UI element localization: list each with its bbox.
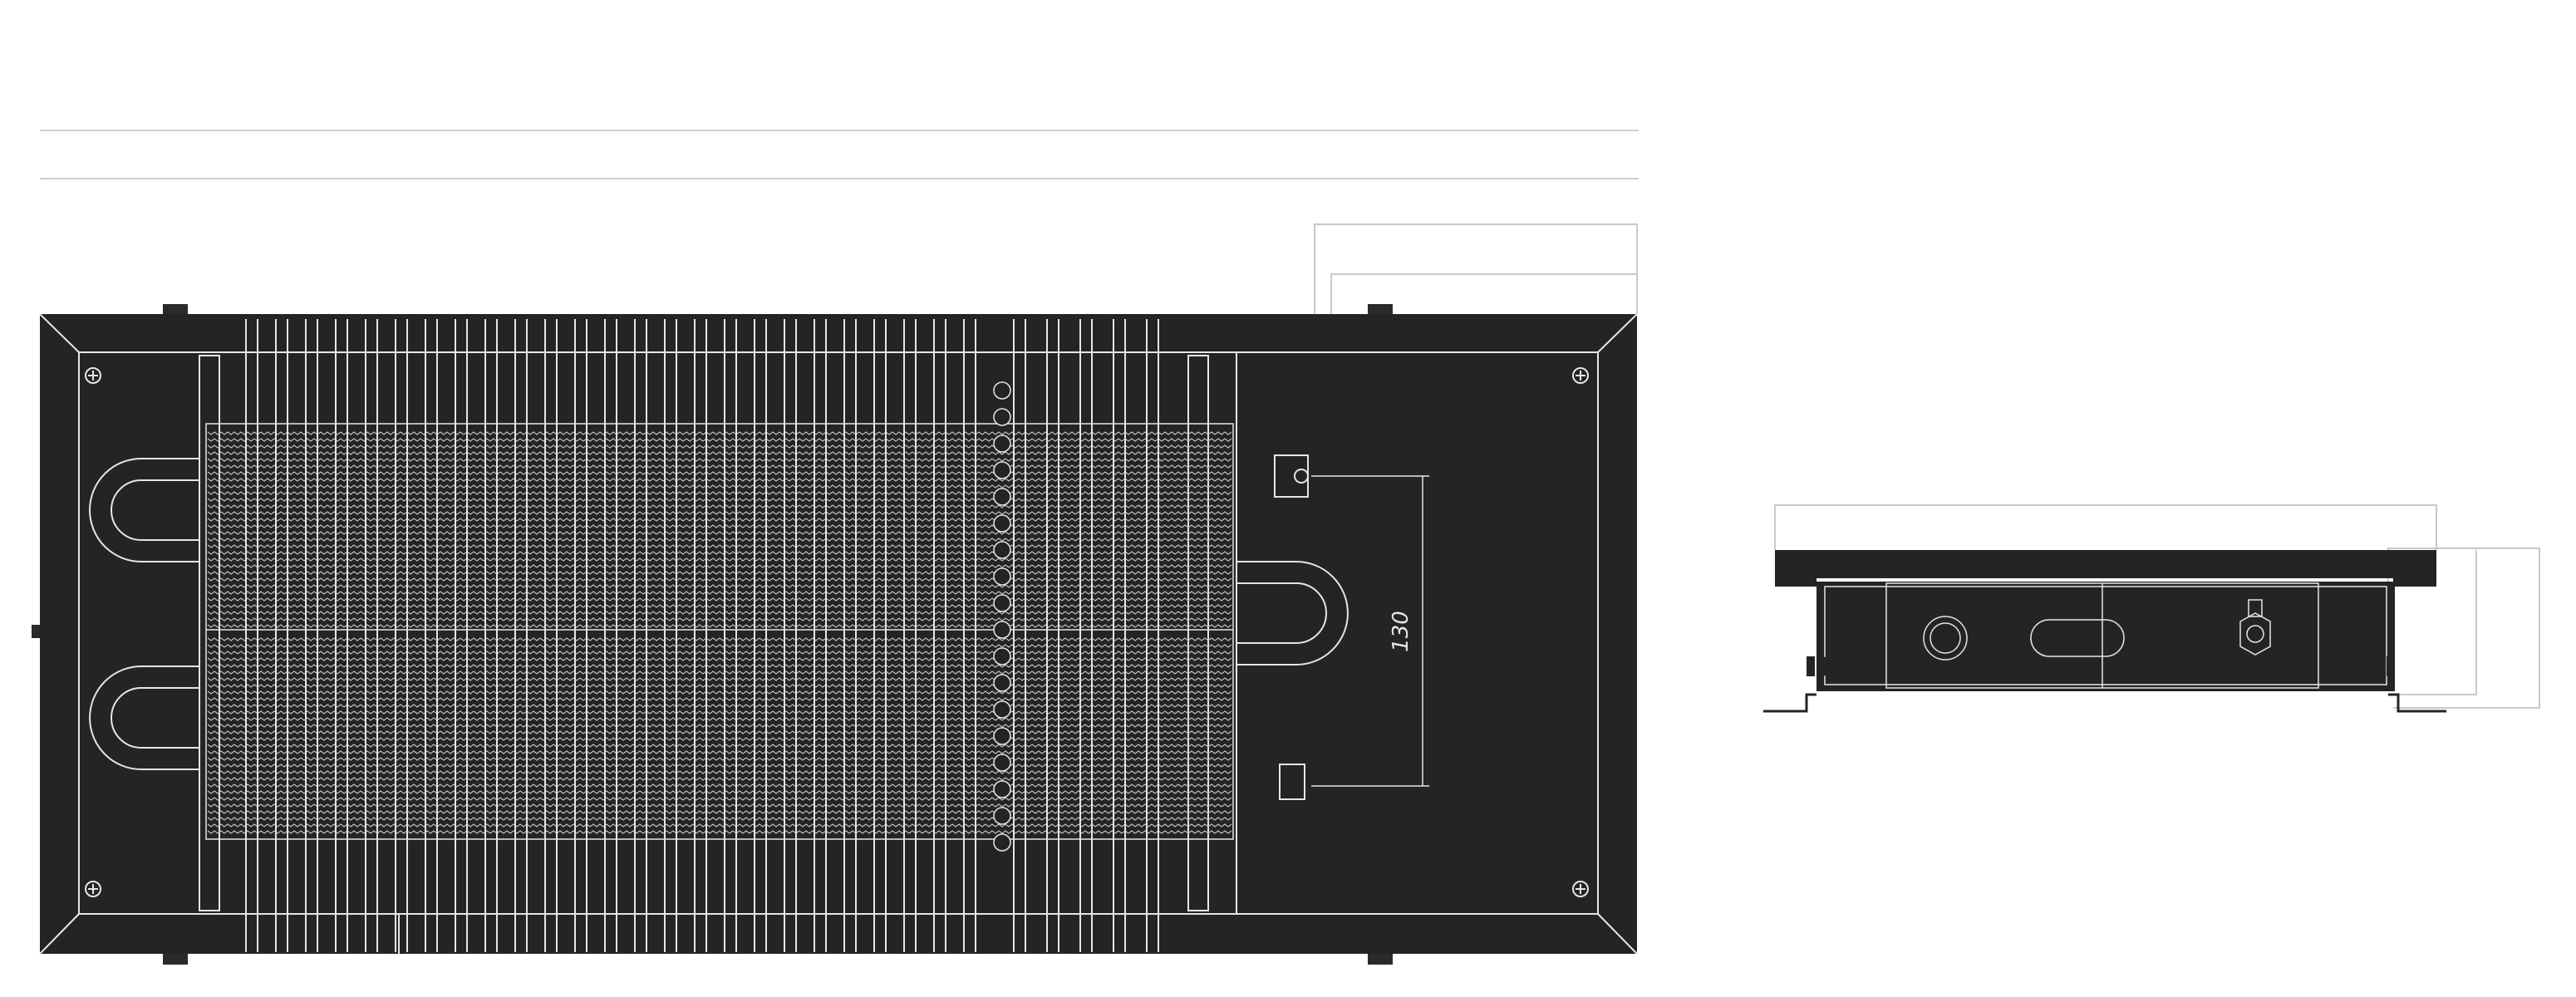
u-bend-pipes (89, 458, 1349, 770)
reference-lines (40, 130, 1639, 179)
bolt-icon (993, 594, 1011, 612)
plan-view: 130 (32, 223, 1638, 965)
fin-line (207, 564, 1232, 568)
fin-line (207, 670, 1232, 675)
fin-line (207, 750, 1232, 754)
fin-line (207, 451, 1232, 455)
bolt-icon (993, 807, 1011, 825)
fin-line (207, 684, 1232, 688)
fin-line (207, 597, 1232, 602)
fin-line (207, 518, 1232, 522)
dimension-label: 130 (1389, 611, 1413, 652)
fin-line (207, 644, 1232, 648)
fin-line (207, 797, 1232, 801)
fin-line (207, 524, 1232, 528)
bolt-icon (993, 700, 1011, 719)
fin-line (207, 577, 1232, 582)
bolt-icon (993, 567, 1011, 586)
bolt-icon (993, 621, 1011, 639)
fin-line (207, 471, 1232, 475)
fin-line (207, 444, 1232, 449)
fin-line (207, 770, 1232, 774)
fin-line (207, 544, 1232, 548)
fin-line (207, 823, 1232, 828)
fin-line (207, 717, 1232, 721)
fin-line (207, 704, 1232, 708)
fin-line (207, 710, 1232, 715)
fin-line (207, 604, 1232, 608)
fin-line (207, 551, 1232, 555)
bolt-icon (993, 674, 1011, 692)
fin-line (207, 478, 1232, 482)
section-leveling-bolts (1807, 656, 2395, 676)
fin-line (207, 777, 1232, 781)
fin-line (207, 817, 1232, 821)
fin-line (207, 484, 1232, 489)
bottom-plinth (398, 913, 1147, 954)
fin-line (207, 677, 1232, 681)
fin-line (207, 624, 1232, 628)
fin-line (207, 664, 1232, 668)
fin-line (207, 783, 1232, 788)
fin-line (207, 790, 1232, 794)
bolt-icon (993, 514, 1011, 533)
bolt-column (993, 381, 1011, 852)
mounting-tabs (32, 304, 1393, 965)
fin-line (207, 697, 1232, 701)
fin-line (207, 591, 1232, 595)
bolt-icon (993, 647, 1011, 665)
bolt-icon (993, 541, 1011, 559)
valve-fittings (1274, 454, 1309, 800)
fin-line (207, 830, 1232, 834)
fin-line (207, 491, 1232, 495)
bolt-icon (993, 727, 1011, 745)
fin-line (207, 611, 1232, 615)
fin-line (207, 764, 1232, 768)
fin-line (207, 730, 1232, 734)
bolt-icon (993, 488, 1011, 506)
bolt-icon (993, 381, 1011, 400)
grille-slats (245, 319, 1159, 952)
fin-line (207, 737, 1232, 741)
fin-line (207, 571, 1232, 575)
fin-lines (207, 431, 1232, 834)
fin-line (207, 724, 1232, 728)
fin-line (207, 657, 1232, 661)
bolt-icon (993, 754, 1011, 772)
fin-line (207, 651, 1232, 655)
fin-line (207, 810, 1232, 814)
fin-line (207, 584, 1232, 588)
fin-line (207, 464, 1232, 469)
fin-line (207, 690, 1232, 695)
fin-line (207, 757, 1232, 761)
side-brackets (199, 355, 1209, 911)
section-grille (1775, 550, 2436, 578)
fin-line (207, 511, 1232, 515)
bolt-icon (993, 780, 1011, 798)
fin-line (207, 744, 1232, 748)
fin-line (207, 431, 1232, 435)
bolt-icon (993, 408, 1011, 426)
fin-line (207, 617, 1232, 621)
section-feet (1763, 693, 2446, 713)
fin-line (207, 803, 1232, 808)
section-frame-left (1775, 578, 1816, 587)
fin-line (207, 458, 1232, 462)
side-section-view (1763, 504, 2540, 713)
bolt-icon (993, 833, 1011, 852)
corner-screw-icons (85, 367, 1589, 897)
fin-line (207, 538, 1232, 542)
fin-line (207, 498, 1232, 502)
fin-line (207, 637, 1232, 641)
section-frame-right (2393, 578, 2436, 587)
fin-line (207, 504, 1232, 508)
section-trough (1816, 582, 2395, 691)
bolt-icon (993, 461, 1011, 479)
fin-line (207, 438, 1232, 442)
dimension-130: 130 (1311, 475, 1429, 787)
fin-line (207, 531, 1232, 535)
fin-line (207, 557, 1232, 562)
bolt-icon (993, 435, 1011, 453)
